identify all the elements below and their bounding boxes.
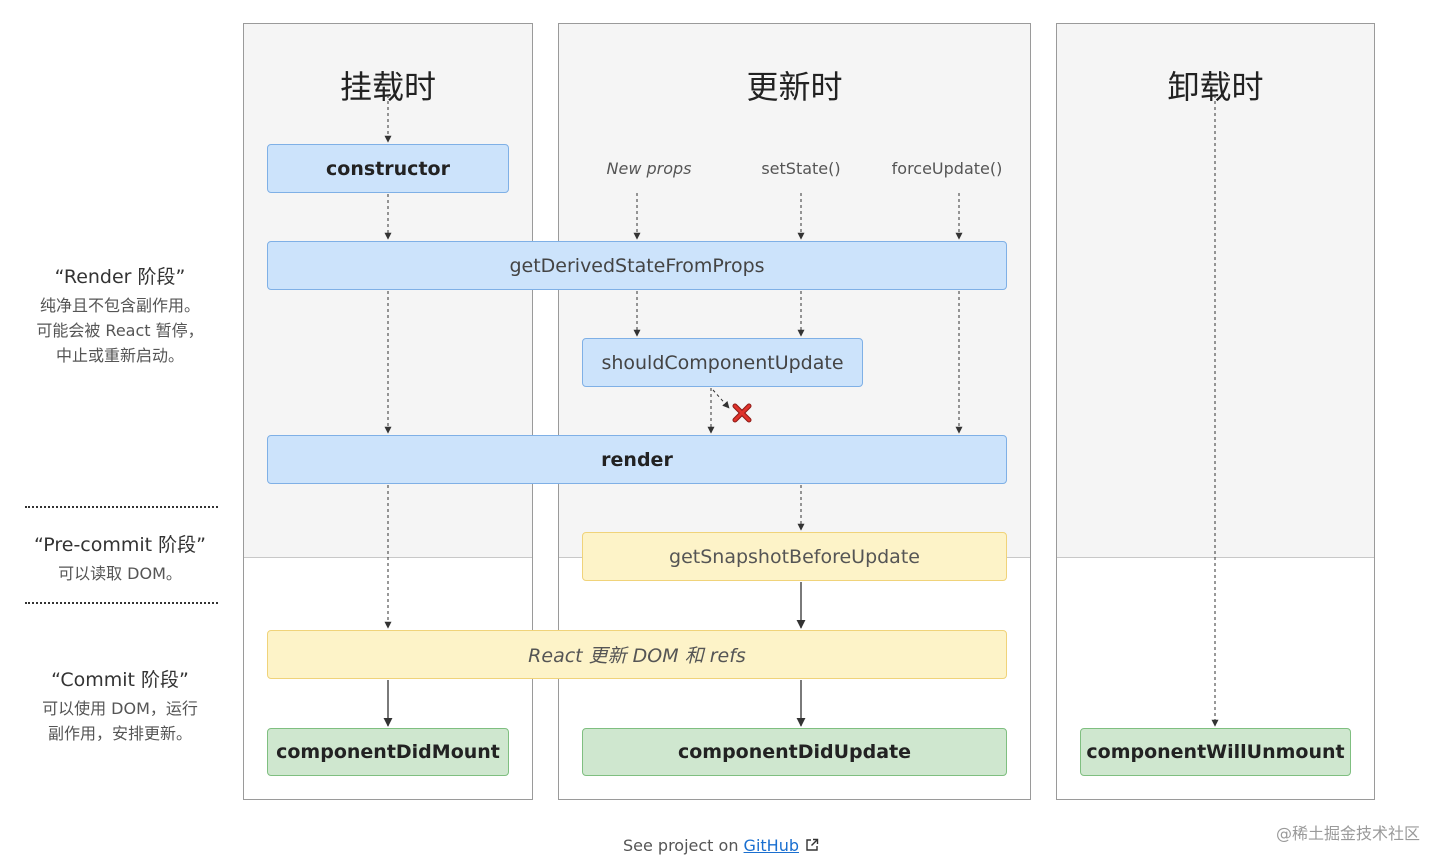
phase-precommit: “Pre-commit 阶段” 可以读取 DOM。 (20, 530, 220, 586)
phase-precommit-desc: 可以读取 DOM。 (20, 561, 220, 586)
component-will-unmount-box[interactable]: componentWillUnmount (1080, 728, 1351, 776)
footer: See project on GitHub (0, 836, 1442, 856)
footer-prefix: See project on (622, 836, 744, 855)
constructor-box[interactable]: constructor (267, 144, 509, 193)
phase-commit: “Commit 阶段” 可以使用 DOM，运行 副作用，安排更新。 (20, 665, 220, 746)
trigger-new-props: New props (606, 159, 692, 178)
phase-precommit-desc-line: 可以读取 DOM。 (58, 564, 182, 583)
github-link[interactable]: GitHub (743, 836, 799, 855)
phase-render-desc-line: 中止或重新启动。 (55, 346, 184, 365)
phase-divider-top (25, 506, 218, 508)
update-column: 更新时 (558, 23, 1031, 800)
get-derived-state-box[interactable]: getDerivedStateFromProps (267, 241, 1007, 290)
phase-commit-desc-line: 可以使用 DOM，运行 (42, 699, 198, 718)
unmount-column-title: 卸载时 (1167, 68, 1264, 106)
unmount-column: 卸载时 (1056, 23, 1375, 800)
unmount-render-zone (1057, 24, 1374, 558)
phase-render-desc-line: 纯净且不包含副作用。 (39, 296, 200, 315)
mount-column: 挂载时 (243, 23, 533, 800)
mount-column-title: 挂载时 (339, 68, 436, 106)
phase-commit-title: “Commit 阶段” (51, 669, 189, 691)
react-updates-dom-box: React 更新 DOM 和 refs (267, 630, 1007, 679)
phase-render-desc: 纯净且不包含副作用。 可能会被 React 暂停， 中止或重新启动。 (20, 293, 220, 368)
watermark: @稀土掘金技术社区 (1275, 824, 1420, 843)
get-snapshot-box[interactable]: getSnapshotBeforeUpdate (582, 532, 1007, 581)
phase-precommit-title: “Pre-commit 阶段” (33, 534, 207, 556)
trigger-force-update: forceUpdate() (891, 159, 1003, 178)
trigger-set-state: setState() (761, 159, 841, 178)
phase-render: “Render 阶段” 纯净且不包含副作用。 可能会被 React 暂停， 中止… (20, 262, 220, 368)
phase-render-desc-line: 可能会被 React 暂停， (36, 321, 204, 340)
should-component-update-box[interactable]: shouldComponentUpdate (582, 338, 863, 387)
render-box[interactable]: render (267, 435, 1007, 484)
phase-commit-desc: 可以使用 DOM，运行 副作用，安排更新。 (20, 696, 220, 746)
external-link-icon[interactable] (805, 837, 819, 856)
phase-render-title: “Render 阶段” (54, 266, 186, 288)
component-did-update-box[interactable]: componentDidUpdate (582, 728, 1007, 776)
component-did-mount-box[interactable]: componentDidMount (267, 728, 509, 776)
phase-commit-desc-line: 副作用，安排更新。 (47, 724, 192, 743)
update-column-title: 更新时 (746, 68, 843, 106)
phase-divider-bottom (25, 602, 218, 604)
